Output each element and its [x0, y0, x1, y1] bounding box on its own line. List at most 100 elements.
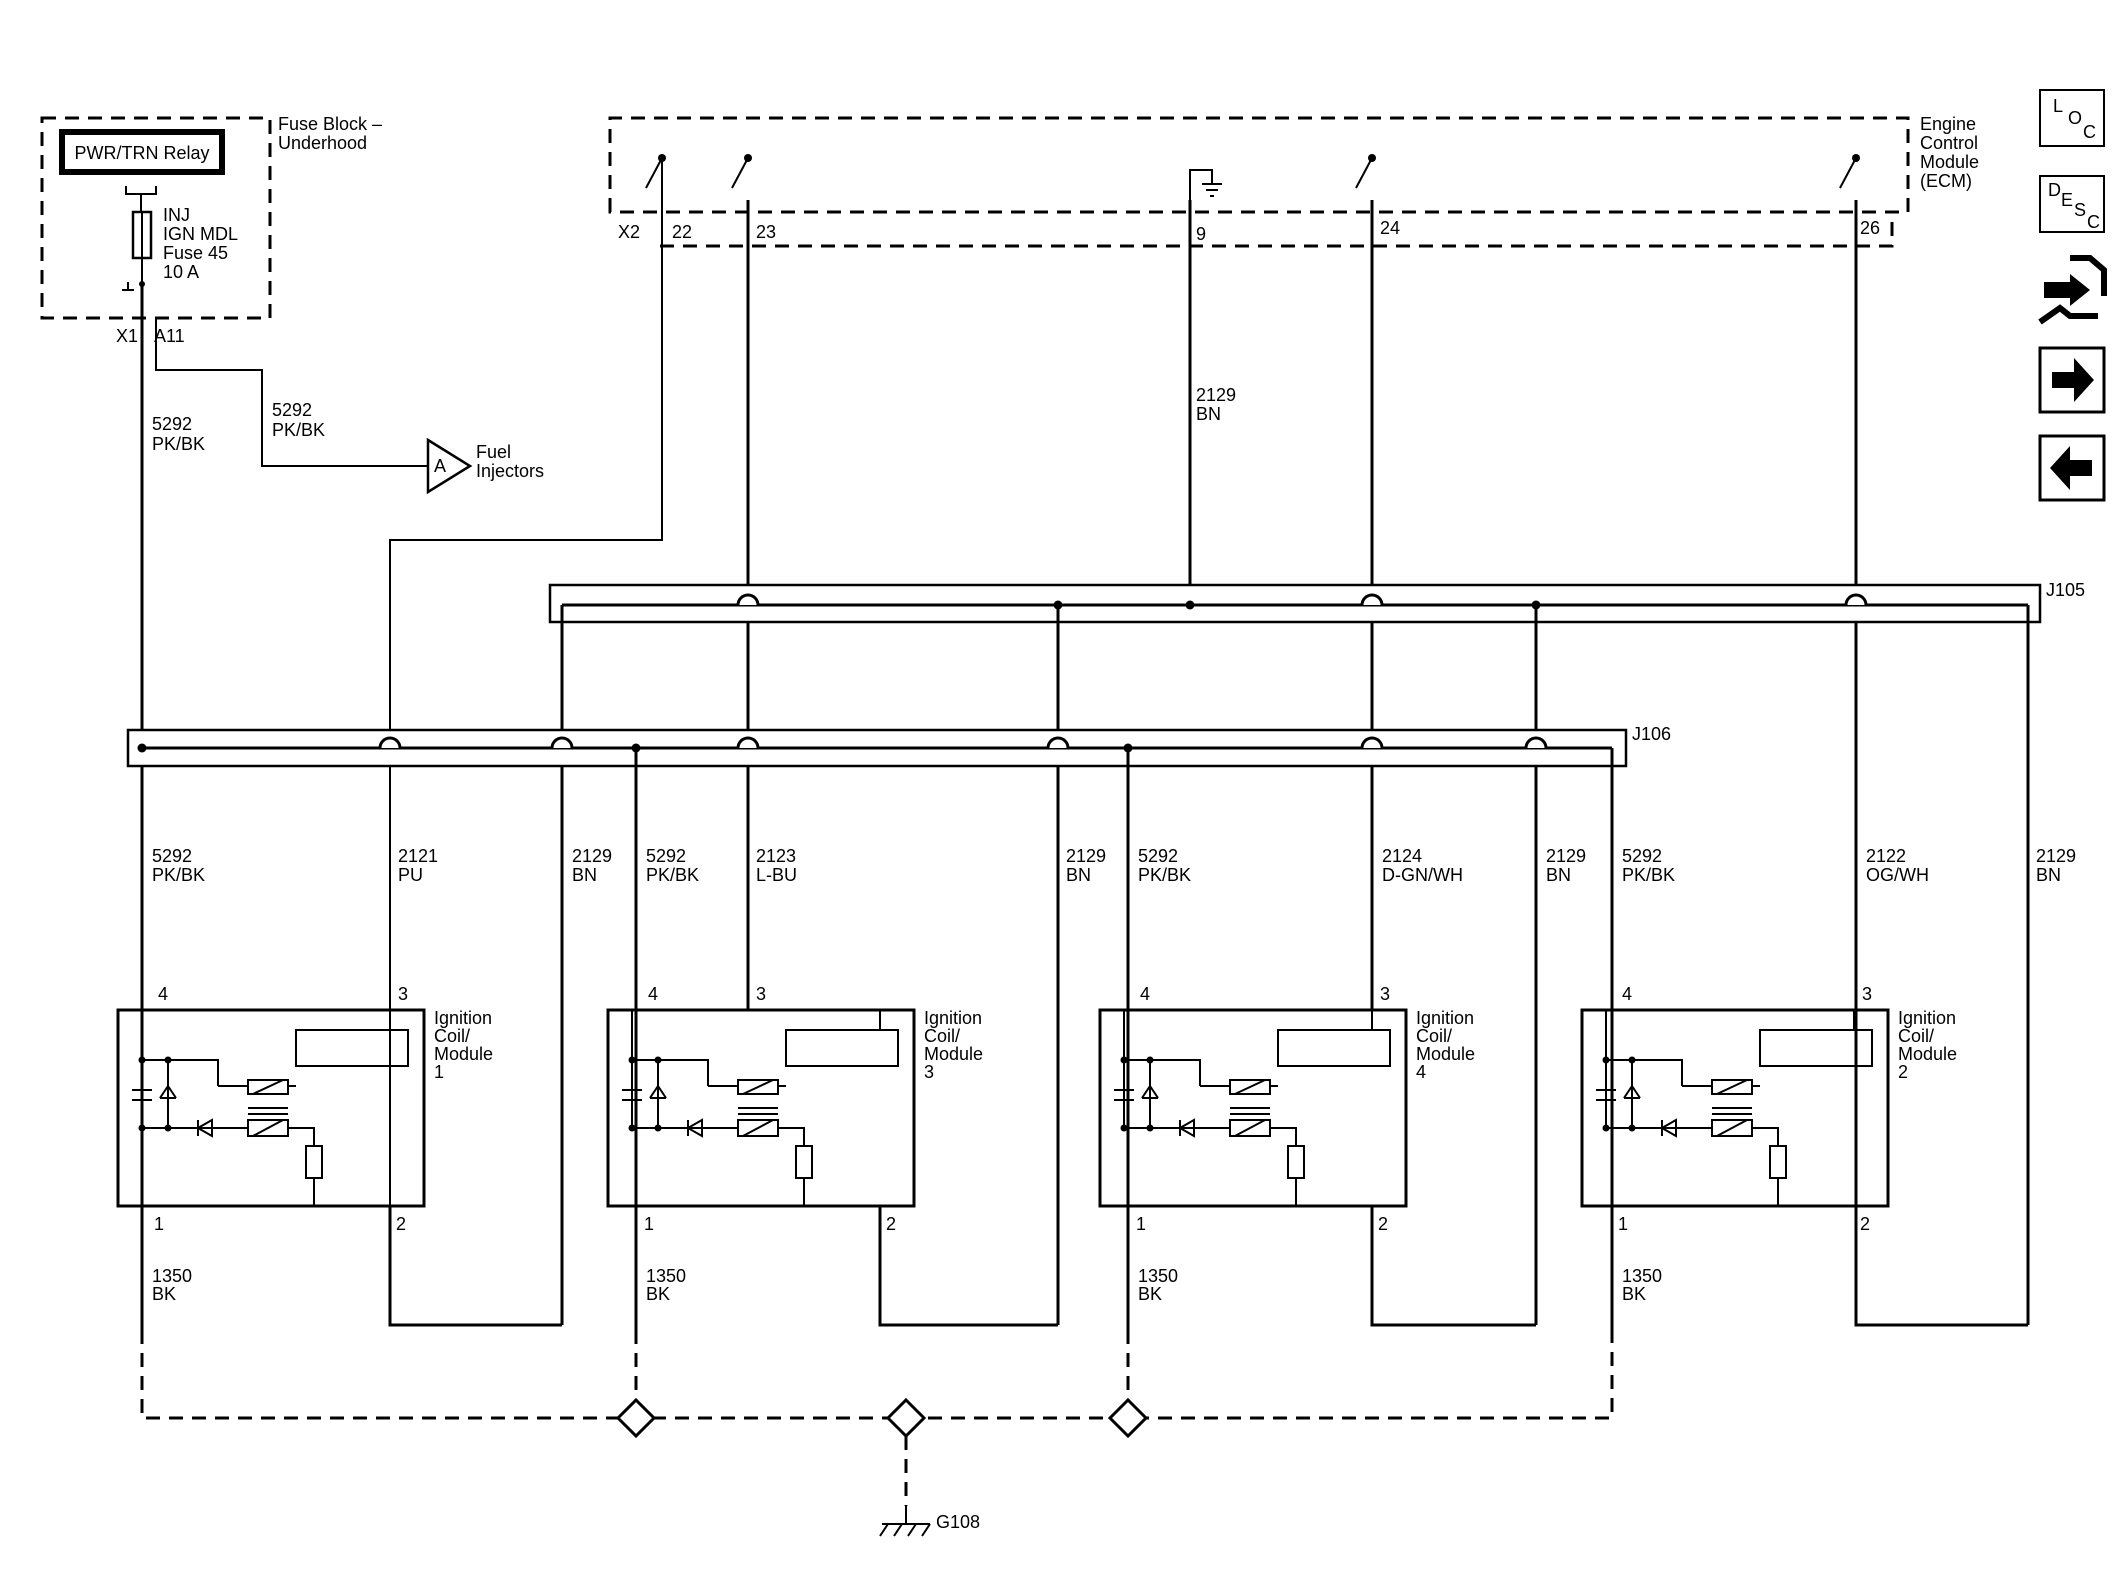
ecm-ground-symbol: [1189, 169, 1222, 200]
ground-wire-color: BK: [646, 1284, 670, 1304]
wire-label-circuit: 5292: [646, 846, 686, 866]
wire-label-color: BN: [2036, 865, 2061, 885]
wire-label-circuit: 2129: [2036, 846, 2076, 866]
feed-wire-circuit: 5292: [152, 414, 192, 434]
wire-label-circuit: 5292: [152, 846, 192, 866]
branch-wire-color: PK/BK: [272, 420, 325, 440]
coil-label-number: 2: [1898, 1062, 1908, 1082]
wire-hops: [378, 593, 1868, 749]
wire-label-circuit: 2129: [572, 846, 612, 866]
ecm-connector-x2: X2: [618, 222, 640, 242]
engine-control-module: Engine Control Module (ECM) X2 22 23 9 2…: [608, 114, 1979, 248]
wire-label-color: BN: [1546, 865, 1571, 885]
coil-pin-1: 1: [1136, 1214, 1146, 1234]
loc-button[interactable]: L O C: [2039, 89, 2105, 147]
ground-wires: 1350 BK 1350 BK 1350 BK 1350 BK G108: [140, 1206, 1662, 1537]
ecm-switch-23: [731, 154, 752, 189]
ground-wire-circuit: 1350: [1622, 1266, 1662, 1286]
wire-label-circuit: 2123: [756, 846, 796, 866]
wire-label-color: PU: [398, 865, 423, 885]
coil-pin-3: 3: [756, 984, 766, 1004]
coil-pin-4: 4: [1140, 984, 1150, 1004]
fuse-connector-x1: X1: [116, 326, 138, 346]
coil-label-number: 4: [1416, 1062, 1426, 1082]
ground-wire-circuit: 1350: [646, 1266, 686, 1286]
coil-pin-3: 3: [398, 984, 408, 1004]
coil-pin-3: 3: [1862, 984, 1872, 1004]
fuse-block-underhood: Fuse Block – Underhood PWR/TRN Relay INJ…: [40, 114, 382, 346]
wire-label-circuit: 2129: [1546, 846, 1586, 866]
ecm-switch-22: [645, 154, 666, 200]
loc-letter: O: [2068, 108, 2082, 128]
coil-pin-1: 1: [154, 1214, 164, 1234]
branch-wire-circuit: 5292: [272, 400, 312, 420]
desc-button[interactable]: D E S C: [2039, 175, 2105, 233]
wire-label-circuit: 2124: [1382, 846, 1422, 866]
wire-label-color: PK/BK: [646, 865, 699, 885]
coil-pin-2: 2: [1860, 1214, 1870, 1234]
coil-pin-1: 1: [1618, 1214, 1628, 1234]
wire-label-color: BN: [1066, 865, 1091, 885]
wire-label-color: OG/WH: [1866, 865, 1929, 885]
desc-letter: D: [2048, 180, 2061, 200]
ecm-ground-circuit: 2129: [1196, 385, 1236, 405]
ecm-ground-color: BN: [1196, 404, 1221, 424]
fuse-label-ign-mdl: IGN MDL: [163, 224, 238, 244]
wire-label-circuit: 5292: [1622, 846, 1662, 866]
wire-label-color: PK/BK: [1622, 865, 1675, 885]
feed-wire-injectors: [155, 318, 428, 467]
coil-label-line1: Ignition: [434, 1008, 492, 1028]
ground-g108-label: G108: [936, 1512, 980, 1532]
ecm-pin-22: 22: [672, 222, 692, 242]
coil-label-line2: Coil/: [924, 1026, 960, 1046]
coil-pin-4: 4: [1622, 984, 1632, 1004]
splice-j105-label: J105: [2046, 580, 2085, 600]
splice-diamond-icon: [615, 1397, 657, 1439]
desc-letter: S: [2074, 200, 2086, 220]
ecm-pin-26: 26: [1860, 218, 1880, 238]
feed-wire-color: PK/BK: [152, 434, 205, 454]
feed-wires: 5292 PK/BK 5292 PK/BK A Fuel Injectors: [140, 284, 544, 1330]
ignition-coil-module-1: 4 3 1 2 Ignition Coil/ Module 1: [116, 984, 493, 1234]
coil-label-line3: Module: [1898, 1044, 1957, 1064]
ecm-pin-23: 23: [756, 222, 776, 242]
coil-label-number: 3: [924, 1062, 934, 1082]
coil-label-line2: Coil/: [434, 1026, 470, 1046]
splice-diamond-icon: [885, 1397, 927, 1439]
coil-label-line1: Ignition: [1898, 1008, 1956, 1028]
wire-label-circuit: 2121: [398, 846, 438, 866]
coil-pin-3: 3: [1380, 984, 1390, 1004]
ground-wire-circuit: 1350: [1138, 1266, 1178, 1286]
wire-label-circuit: 2122: [1866, 846, 1906, 866]
splice-j106-label: J106: [1632, 724, 1671, 744]
ecm-pin-24: 24: [1380, 218, 1400, 238]
desc-letter: C: [2087, 212, 2100, 232]
ecm-title-line4: (ECM): [1920, 171, 1972, 191]
pwr-trn-relay-label: PWR/TRN Relay: [74, 143, 209, 163]
coil-label-line1: Ignition: [924, 1008, 982, 1028]
nav-toolbar: L O C D E S C: [2038, 89, 2107, 502]
wire-label-color: BN: [572, 865, 597, 885]
coil-label-line3: Module: [924, 1044, 983, 1064]
fuse-pin-a11: A11: [154, 326, 185, 346]
coil-pin-2: 2: [1378, 1214, 1388, 1234]
previous-arrow-icon[interactable]: [2038, 434, 2106, 502]
loc-letter: L: [2053, 96, 2063, 116]
injector-connector-label: A: [434, 456, 446, 476]
ground-wire-color: BK: [1138, 1284, 1162, 1304]
ignition-coil-module-4: 4 3 1 2 Ignition Coil/ Module 4: [1098, 984, 1475, 1234]
next-arrow-icon[interactable]: [2038, 346, 2106, 414]
splice-pack-j106: J106: [126, 724, 1671, 1210]
ecm-title-line1: Engine: [1920, 114, 1976, 134]
ecm-pin-9: 9: [1196, 224, 1206, 244]
ecm-title-line2: Control: [1920, 133, 1978, 153]
connector-icon[interactable]: [2038, 255, 2107, 325]
coil-pin-4: 4: [158, 984, 168, 1004]
chassis-ground-icon: [879, 1506, 931, 1537]
ground-wire-circuit: 1350: [152, 1266, 192, 1286]
splice-diamond-icon: [1107, 1397, 1149, 1439]
splice-pack-j105: J105: [548, 580, 2085, 1325]
fuse-label-number: Fuse 45: [163, 243, 228, 263]
fuse-label-inj: INJ: [163, 205, 190, 225]
